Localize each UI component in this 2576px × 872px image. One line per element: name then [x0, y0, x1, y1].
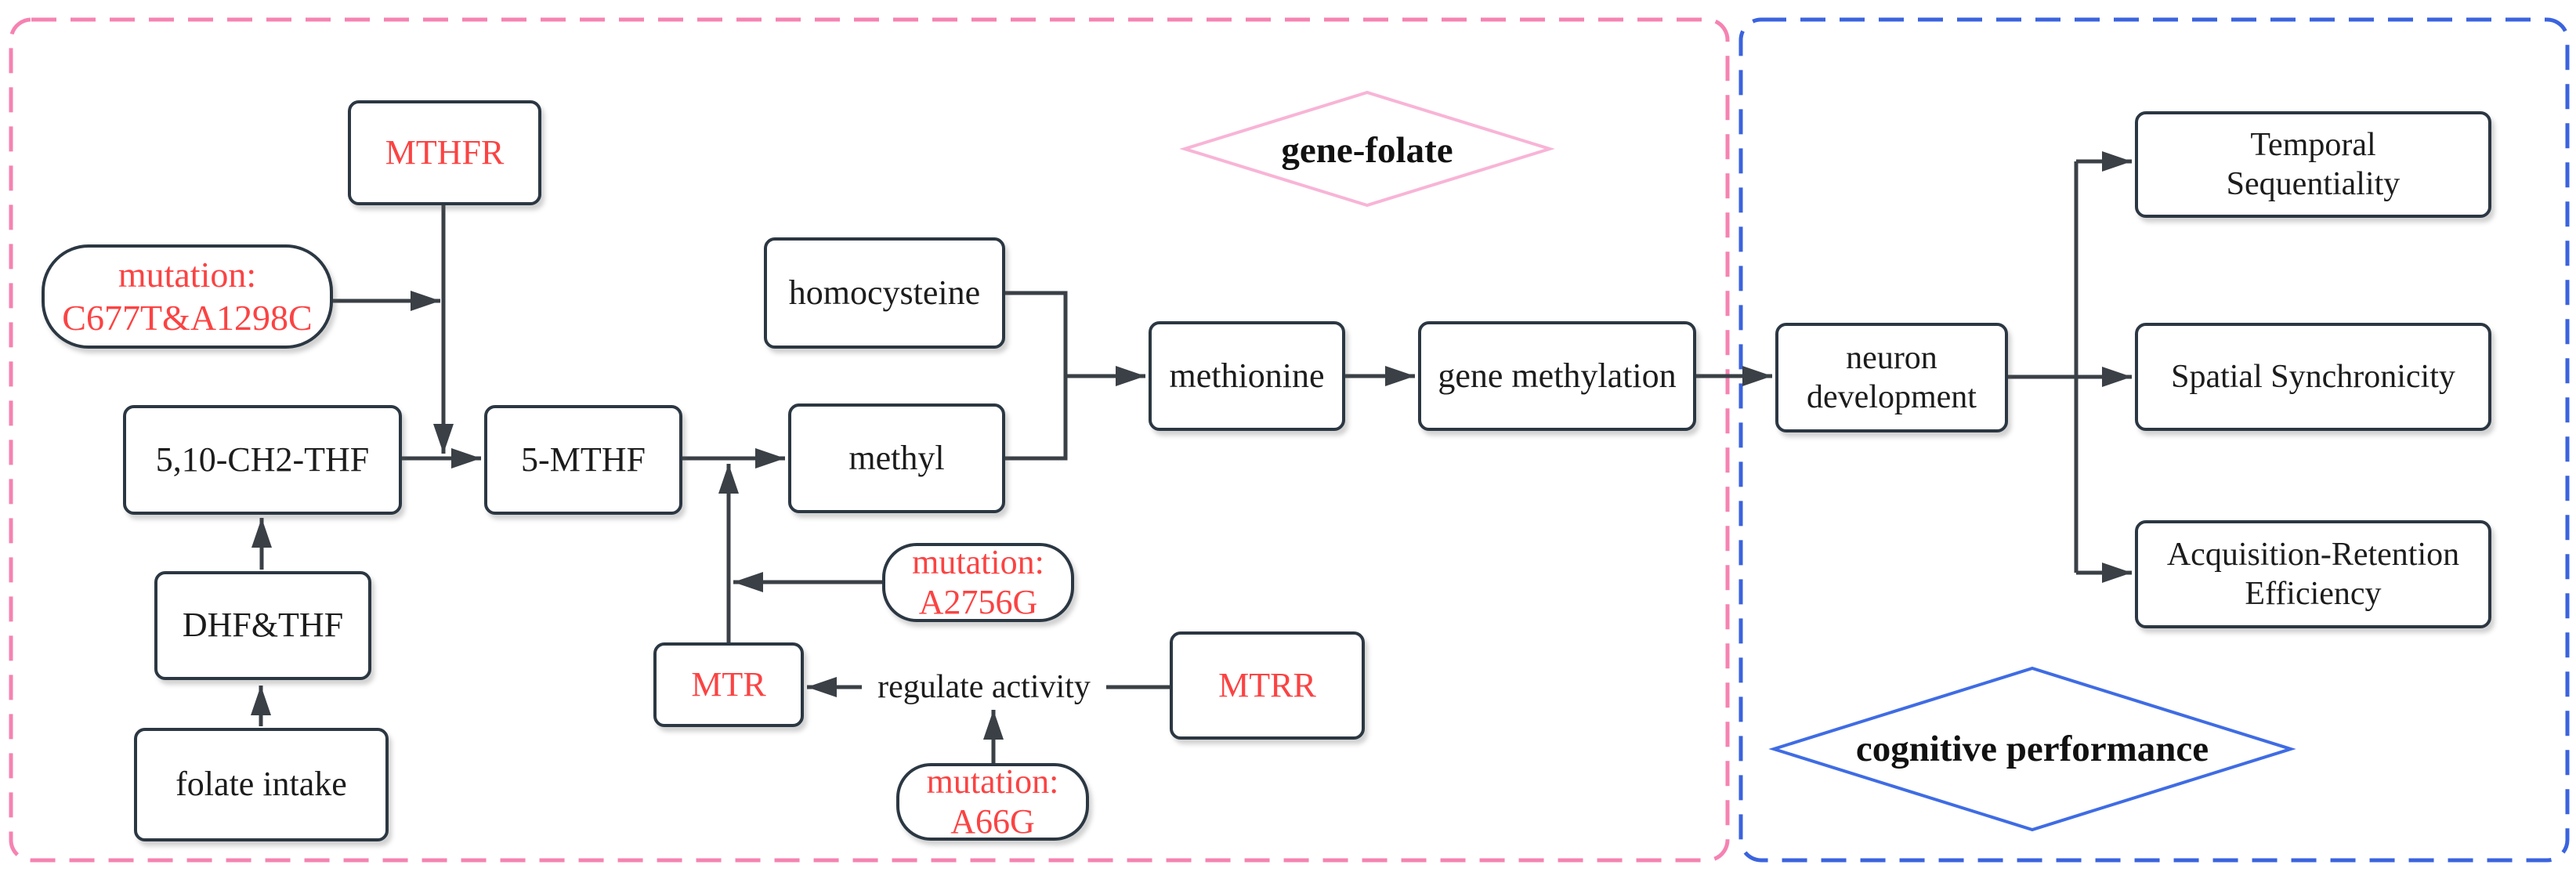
mutation-mtrr-line2: A66G	[950, 801, 1035, 841]
cognitive-performance-diamond	[1768, 666, 2296, 832]
cognitive-performance-label-text: cognitive performance	[1855, 729, 2209, 769]
gene-folate-diamond	[1179, 90, 1555, 208]
node-homocysteine: homocysteine	[764, 237, 1005, 349]
mutation-mtr-line1: mutation:	[912, 542, 1044, 581]
node-mthfr: MTHFR	[348, 100, 541, 205]
edge-methyl-junction	[1005, 376, 1068, 461]
node-gene-methylation-label: gene methylation	[1438, 356, 1677, 395]
acquisition-retention-line2: Efficiency	[2245, 576, 2382, 612]
node-5-mthf: 5-MTHF	[484, 405, 682, 515]
node-5-10-ch2-thf-label: 5,10-CH2-THF	[155, 440, 370, 479]
temporal-sequentiality-line1: Temporal	[2250, 126, 2376, 163]
edge-label-regulate-activity-text: regulate activity	[877, 669, 1091, 705]
gene-folate-container-border	[9, 17, 1730, 863]
node-5-mthf-label: 5-MTHF	[521, 440, 646, 479]
temporal-sequentiality-line2: Sequentiality	[2226, 166, 2401, 202]
node-temporal-sequentiality: Temporal Sequentiality	[2135, 111, 2491, 218]
node-methyl: methyl	[788, 403, 1005, 513]
node-mtr-label: MTR	[691, 664, 766, 704]
node-neuron-development: neuron development	[1775, 323, 2008, 432]
node-methionine: methionine	[1149, 321, 1345, 431]
node-mtrr-label: MTRR	[1218, 665, 1316, 704]
mutation-mthfr-line1: mutation:	[118, 255, 257, 295]
cognitive-container-border	[1738, 17, 2570, 863]
node-spatial-synchronicity: Spatial Synchronicity	[2135, 323, 2491, 431]
node-homocysteine-label: homocysteine	[788, 273, 981, 312]
mutation-mtrr-line1: mutation:	[926, 762, 1059, 801]
node-folate-intake-label: folate intake	[175, 765, 347, 804]
node-mutation-a2756g: mutation: A2756G	[882, 543, 1074, 622]
edge-label-regulate-activity: regulate activity	[862, 665, 1106, 709]
mutation-mtr-line2: A2756G	[918, 582, 1038, 621]
node-mtr: MTR	[653, 642, 804, 727]
gene-folate-label: gene-folate	[1210, 125, 1524, 175]
node-mthfr-label: MTHFR	[385, 132, 505, 172]
node-methyl-label: methyl	[848, 438, 945, 477]
gene-folate-label-text: gene-folate	[1281, 130, 1453, 171]
node-gene-methylation: gene methylation	[1418, 321, 1696, 431]
neuron-development-line2: development	[1807, 379, 1977, 415]
spatial-synchronicity-label: Spatial Synchronicity	[2171, 358, 2455, 395]
node-5-10-ch2-thf: 5,10-CH2-THF	[123, 405, 402, 515]
cognitive-performance-label: cognitive performance	[1836, 724, 2228, 774]
node-folate-intake: folate intake	[134, 728, 389, 841]
neuron-development-line1: neuron	[1846, 339, 1937, 376]
node-mutation-c677t-a1298c: mutation: C677T&A1298C	[42, 244, 333, 349]
node-mutation-a66g: mutation: A66G	[896, 762, 1089, 841]
acquisition-retention-line1: Acquisition-Retention	[2166, 536, 2460, 573]
edge-homocysteine-junction	[1005, 291, 1068, 376]
node-acquisition-retention: Acquisition-Retention Efficiency	[2135, 520, 2491, 628]
node-methionine-label: methionine	[1169, 356, 1325, 395]
node-mtrr: MTRR	[1170, 631, 1365, 740]
node-dhf-thf-label: DHF&THF	[182, 606, 344, 645]
node-dhf-thf: DHF&THF	[154, 571, 371, 680]
mutation-mthfr-line2: C677T&A1298C	[62, 297, 313, 338]
